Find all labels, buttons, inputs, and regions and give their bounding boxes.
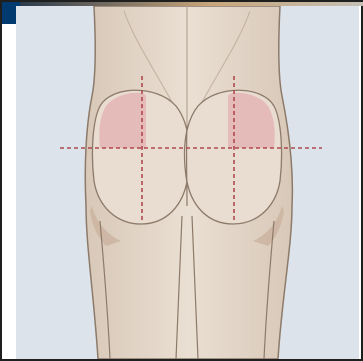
anatomy-illustration <box>16 6 359 359</box>
illustration-canvas <box>16 6 359 359</box>
